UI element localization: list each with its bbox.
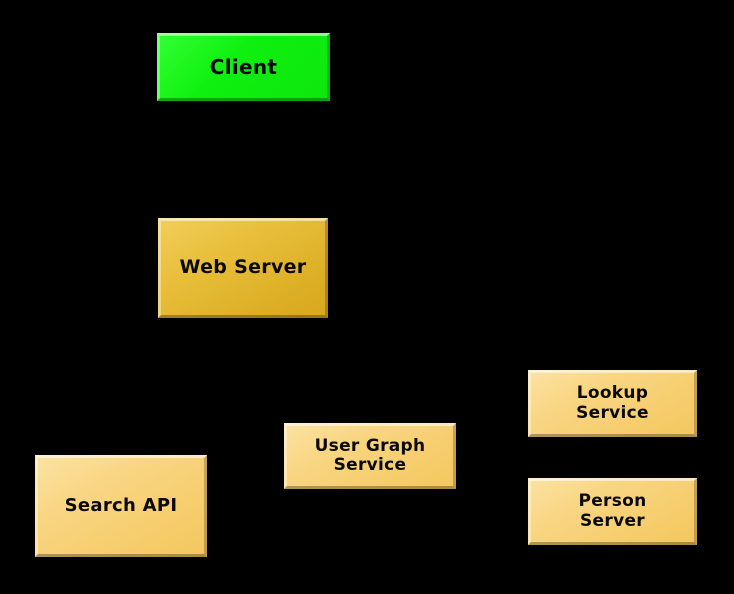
- node-label-person-server: Person Server: [578, 491, 647, 531]
- node-label-client: Client: [209, 54, 278, 79]
- node-label-lookup-service: Lookup Service: [576, 383, 649, 423]
- diagram-node-user-graph-service[interactable]: User Graph Service: [284, 423, 456, 489]
- node-label-user-graph-service: User Graph Service: [314, 435, 426, 475]
- diagram-node-web-server[interactable]: Web Server: [158, 218, 328, 318]
- node-label-search-api: Search API: [64, 494, 178, 516]
- diagram-node-client[interactable]: Client: [157, 33, 330, 101]
- diagram-node-lookup-service[interactable]: Lookup Service: [528, 370, 697, 437]
- diagram-node-person-server[interactable]: Person Server: [528, 478, 697, 545]
- diagram-node-search-api[interactable]: Search API: [35, 455, 207, 557]
- node-label-web-server: Web Server: [179, 256, 307, 279]
